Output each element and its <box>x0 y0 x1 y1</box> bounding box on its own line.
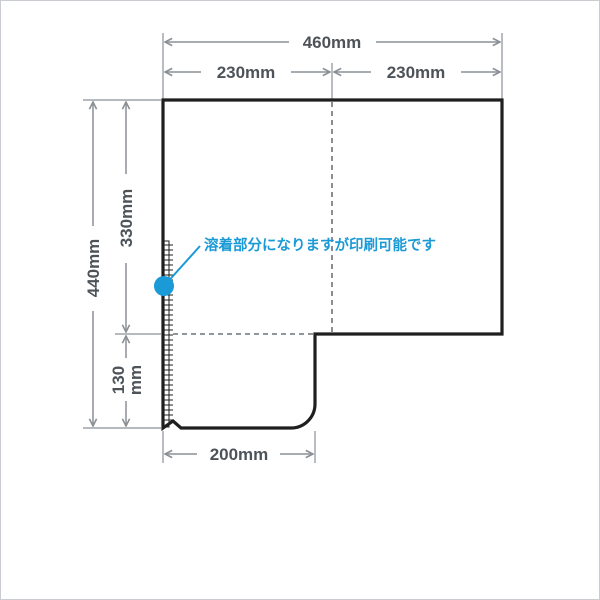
annotation-marker-dot <box>154 276 174 296</box>
dimension-arrows <box>93 42 500 454</box>
dim-upper-height-label: 330mm <box>117 189 136 248</box>
dim-lower-height-label-line1: 130 <box>109 366 128 394</box>
dim-total-width-label: 460mm <box>303 33 362 52</box>
dim-total-height-label: 440mm <box>84 239 103 298</box>
extension-lines <box>83 33 503 463</box>
dim-left-width-label: 230mm <box>217 63 276 82</box>
dim-lower-height-label-line2: mm <box>126 365 145 395</box>
dim-bottom-width-label: 200mm <box>210 445 269 464</box>
annotation-text: 溶着部分になりますが印刷可能です <box>204 236 436 254</box>
package-outline <box>161 98 504 432</box>
dim-right-width-label: 230mm <box>387 63 446 82</box>
